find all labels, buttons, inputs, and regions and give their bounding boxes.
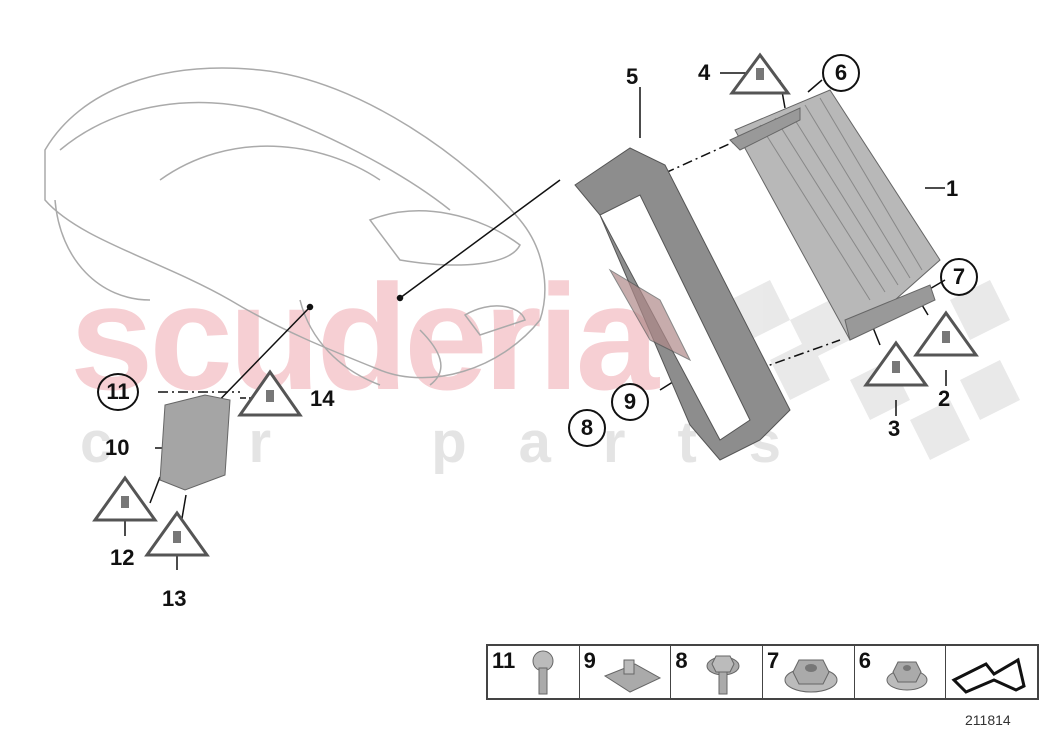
legend-number: 6 (858, 648, 871, 673)
hardware-legend: 11 9 8 7 6 (486, 644, 1039, 700)
callout-9: 9 (611, 383, 649, 421)
clip-nut-icon (603, 659, 661, 693)
callout-14: 14 (310, 386, 335, 411)
callout-4: 4 (698, 60, 711, 85)
module-part-10 (159, 394, 231, 491)
plug-icon (121, 68, 950, 543)
legend-number: 8 (675, 648, 688, 673)
amplifier-part-1 (729, 89, 941, 341)
bracket-part-5 (574, 147, 791, 461)
legend-item-screw: 11 (488, 646, 580, 698)
checkered-flag-icon (730, 280, 1020, 460)
legend-item-bolt: 8 (671, 646, 764, 698)
callout-2: 2 (938, 386, 951, 411)
legend-number: 7 (767, 648, 780, 673)
legend-item-collar-nut: 6 (855, 646, 947, 698)
callout-8: 8 (568, 409, 606, 447)
callout-3: 3 (888, 416, 901, 441)
legend-item-direction-arrow (946, 646, 1037, 698)
flange-nut-icon (784, 659, 838, 693)
callout-10: 10 (105, 435, 130, 460)
car-outline (44, 67, 546, 386)
callout-12: 12 (110, 545, 135, 570)
callout-5: 5 (626, 64, 639, 89)
bolt-icon (706, 655, 740, 695)
callout-13: 13 (162, 586, 187, 611)
watermark-scuderia: scuderia (70, 253, 659, 421)
screw-icon (532, 650, 554, 695)
legend-number: 11 (492, 648, 516, 673)
legend-item-clip-nut: 9 (580, 646, 672, 698)
legend-item-flange-nut: 7 (763, 646, 855, 698)
callout-7: 7 (940, 258, 978, 296)
callout-6: 6 (822, 54, 860, 92)
diagram-reference-number: 211814 (965, 712, 1011, 728)
callout-1: 1 (946, 176, 959, 201)
collar-nut-icon (886, 661, 928, 691)
direction-arrow-icon (951, 657, 1027, 694)
legend-number: 9 (583, 648, 596, 673)
callout-11: 11 (97, 373, 139, 411)
